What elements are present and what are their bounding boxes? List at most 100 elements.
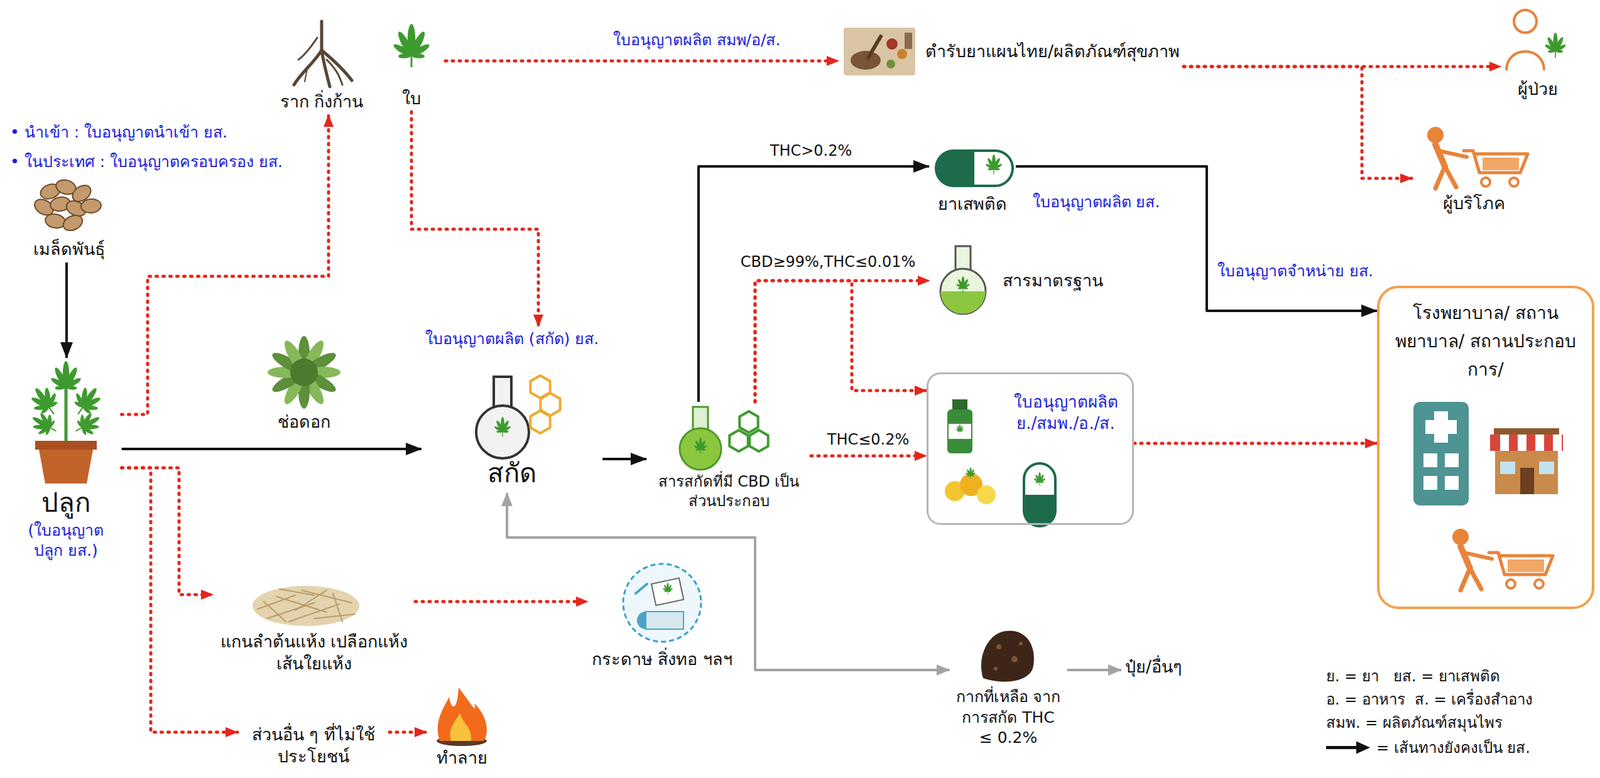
illustration-part xyxy=(449,712,472,742)
node-text: กากที่เหลือ จากการสกัด THC ≤ 0.2% xyxy=(953,687,1064,749)
illustration-part xyxy=(530,410,550,434)
illustration-part xyxy=(996,644,1002,650)
illustration-part xyxy=(332,593,343,622)
illustration-part xyxy=(948,424,972,440)
shopper-icon xyxy=(1452,528,1553,591)
waste-node: ส่วนอื่น ๆ ที่ไม่ใช้ประโยชน์ xyxy=(237,721,390,771)
illustration-part xyxy=(1500,434,1509,452)
connector xyxy=(755,280,927,403)
icon-space xyxy=(381,24,442,88)
node-text: ยาเสพติด xyxy=(937,192,1007,215)
node-text: ตำรับยาแผนไทย/ผลิตภัณฑ์สุขภาพ xyxy=(925,40,1180,63)
seed-node: เมล็ดพันธุ์ xyxy=(29,169,109,263)
node-text: ราก กิ่งก้าน xyxy=(280,90,364,113)
flower-node: ช่อดอก xyxy=(259,329,349,436)
illustration-part xyxy=(1535,434,1545,452)
license-note: • ในประเทศ : ใบอนุญาตครอบครอง ยส. xyxy=(10,152,283,172)
paper-node: กระดาษ สิ่งทอ ฯลฯ xyxy=(587,557,737,673)
standard-substance-node: สารมาตรฐาน xyxy=(929,241,1107,320)
edge-label: THC>0.2% xyxy=(767,141,855,161)
icon-space xyxy=(430,684,494,747)
illustration-part xyxy=(850,50,881,70)
narcotic-node: ยาเสพติด xyxy=(929,143,1016,218)
illustration-part xyxy=(940,291,986,315)
icon-space xyxy=(621,560,703,649)
connector xyxy=(121,468,214,595)
illustration-part xyxy=(1513,10,1537,33)
node-text: ผู้ป่วย xyxy=(1517,77,1558,100)
pill-icon xyxy=(936,150,1013,186)
node-text: ทำลาย xyxy=(436,746,488,769)
illustration-part xyxy=(651,578,684,607)
connector xyxy=(415,600,588,604)
residue-icon xyxy=(981,630,1035,682)
connector xyxy=(121,447,422,451)
illustration-part xyxy=(252,586,360,627)
illustration-part xyxy=(476,405,529,459)
illustration-part xyxy=(692,407,708,430)
illustration-part xyxy=(947,409,973,454)
abbreviation-note: สมพ. = ผลิตภัณฑ์สมุนไพร xyxy=(1326,713,1503,733)
illustration-part xyxy=(1033,472,1046,487)
illustration-part xyxy=(26,407,63,442)
illustration-part xyxy=(1011,656,1018,663)
illustration-part xyxy=(843,27,916,76)
icon-space xyxy=(933,244,997,317)
illustration-part xyxy=(645,611,684,630)
patient-icon xyxy=(1506,10,1567,71)
illustration-part xyxy=(1495,449,1558,495)
cultivation-node: ปลูก(ใบอนุญาต ปลูก ยส.) xyxy=(10,358,122,565)
straw-icon xyxy=(252,586,360,627)
icon-space xyxy=(18,360,114,487)
residue-node: กากที่เหลือ จากการสกัด THC ≤ 0.2% xyxy=(949,625,1068,752)
illustration-part xyxy=(1500,461,1516,475)
cbd-extract-icon xyxy=(679,407,769,470)
illustration-part xyxy=(1423,476,1438,490)
seeds-icon xyxy=(32,177,102,234)
illustration-part xyxy=(437,687,487,742)
illustration-part xyxy=(739,411,758,433)
node-text: เมล็ดพันธุ์ xyxy=(33,238,105,261)
icon-space xyxy=(1415,121,1533,193)
hospital-icon xyxy=(1413,402,1469,506)
connector xyxy=(1183,66,1412,179)
illustration-part xyxy=(276,596,327,613)
illustration-part xyxy=(868,36,881,58)
illustration-part xyxy=(1413,402,1469,506)
illustration-part xyxy=(749,430,768,452)
connector xyxy=(121,468,239,733)
user-node: ผู้ป่วย xyxy=(1501,3,1575,103)
illustration-part xyxy=(993,667,998,671)
illustration-part xyxy=(729,411,768,452)
legend-arrow-head xyxy=(1356,741,1371,754)
illustration-part xyxy=(965,467,977,480)
illustration-part xyxy=(326,59,343,85)
illustration-part xyxy=(80,198,102,215)
node-text: โรงพยาบาล/ สถานพยาบาล/ สถานประกอบการ/ xyxy=(1391,299,1580,384)
illustration-part xyxy=(1023,463,1056,527)
illustration-part xyxy=(1520,468,1535,495)
illustration-part xyxy=(904,32,913,49)
node-text: ส่วนอื่น ๆ ที่ไม่ใช้ประโยชน์ xyxy=(241,723,386,768)
node-text: สารมาตรฐาน xyxy=(1002,269,1104,292)
connector xyxy=(445,59,839,63)
illustration-part xyxy=(981,630,1035,682)
node-text: ใบ xyxy=(402,87,421,110)
node-text: (ใบอนุญาต ปลูก ยส.) xyxy=(14,520,119,562)
illustration-part xyxy=(1444,453,1459,468)
connector xyxy=(389,731,427,735)
illustration-part xyxy=(257,589,355,622)
node-text: ช่อดอก xyxy=(277,410,331,433)
node-text: ใบอนุญาตผลิต (สกัด) ยส. xyxy=(425,329,599,350)
node-text: แกนลำต้นแห้ง เปลือกแห้ง เส้นใยแห้ง xyxy=(216,630,412,675)
product-box: ใบอนุญาตผลิต ย./สมพ./อ./ส. xyxy=(926,372,1134,526)
extract-node: สารสกัดที่มี CBD เป็นส่วนประกอบ xyxy=(646,402,811,514)
illustration-part xyxy=(940,268,986,315)
illustration-part xyxy=(936,150,975,186)
abbreviation-note: อ. = อาหาร ส. = เครื่องสำอาง xyxy=(1326,690,1533,710)
